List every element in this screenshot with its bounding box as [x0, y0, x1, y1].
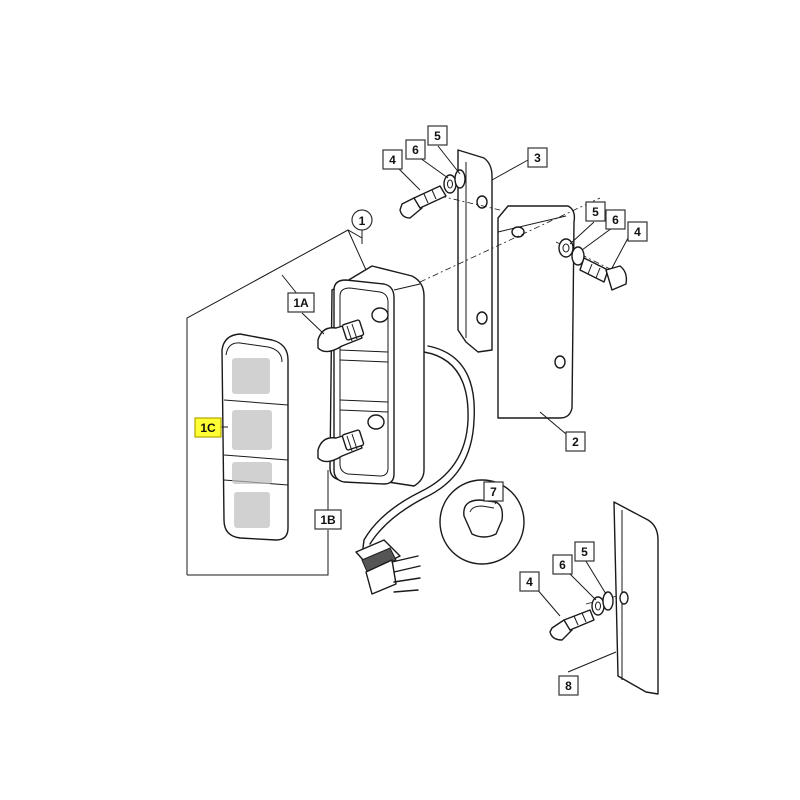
- connector-plug: [355, 539, 421, 595]
- callout-5-top[interactable]: 5: [427, 125, 448, 146]
- callout-4-bottom[interactable]: 4: [519, 571, 540, 592]
- svg-text:7: 7: [490, 485, 497, 499]
- callout-3[interactable]: 3: [527, 147, 548, 168]
- svg-text:5: 5: [434, 129, 441, 143]
- callout-1C-highlighted[interactable]: 1C: [194, 417, 222, 438]
- callout-5-bottom[interactable]: 5: [574, 541, 595, 562]
- cable-harness: [361, 345, 475, 557]
- assembly-1-bracket: [186, 229, 367, 576]
- svg-text:6: 6: [412, 143, 419, 157]
- fixing-set-top: [399, 169, 466, 219]
- svg-text:3: 3: [534, 151, 541, 165]
- mounting-plate-2: [497, 205, 576, 419]
- leader-lines: [218, 145, 629, 673]
- svg-text:6: 6: [559, 558, 566, 572]
- svg-text:1B: 1B: [320, 513, 336, 527]
- svg-text:8: 8: [565, 679, 572, 693]
- callout-5-right[interactable]: 5: [585, 201, 606, 222]
- svg-text:4: 4: [634, 225, 641, 239]
- callout-6-bottom[interactable]: 6: [552, 554, 573, 575]
- svg-text:5: 5: [581, 545, 588, 559]
- callout-6-right[interactable]: 6: [605, 209, 626, 230]
- callout-2[interactable]: 2: [565, 431, 586, 452]
- svg-text:5: 5: [592, 205, 599, 219]
- callout-4-right[interactable]: 4: [627, 221, 648, 242]
- svg-text:1A: 1A: [293, 296, 309, 310]
- bulb-1A: [317, 319, 365, 353]
- svg-text:4: 4: [526, 575, 533, 589]
- fixing-set-bottom: [549, 591, 614, 641]
- bracket-3: [457, 149, 493, 353]
- bulb-1B: [317, 429, 365, 463]
- callout-7[interactable]: 7: [483, 481, 504, 502]
- callout-6-top[interactable]: 6: [405, 139, 426, 160]
- svg-text:6: 6: [612, 213, 619, 227]
- fixing-set-right: [558, 238, 628, 291]
- svg-text:4: 4: [389, 153, 396, 167]
- post-8: [613, 501, 659, 695]
- callout-1[interactable]: 1: [351, 209, 373, 231]
- lens-cover: [221, 333, 289, 541]
- callout-1A[interactable]: 1A: [287, 292, 315, 313]
- callout-8[interactable]: 8: [558, 675, 579, 696]
- svg-text:1: 1: [359, 214, 366, 228]
- svg-text:2: 2: [572, 435, 579, 449]
- svg-text:1C: 1C: [200, 421, 216, 435]
- clip-7: [439, 479, 525, 565]
- callout-1B[interactable]: 1B: [314, 509, 342, 530]
- callout-4-top[interactable]: 4: [382, 149, 403, 170]
